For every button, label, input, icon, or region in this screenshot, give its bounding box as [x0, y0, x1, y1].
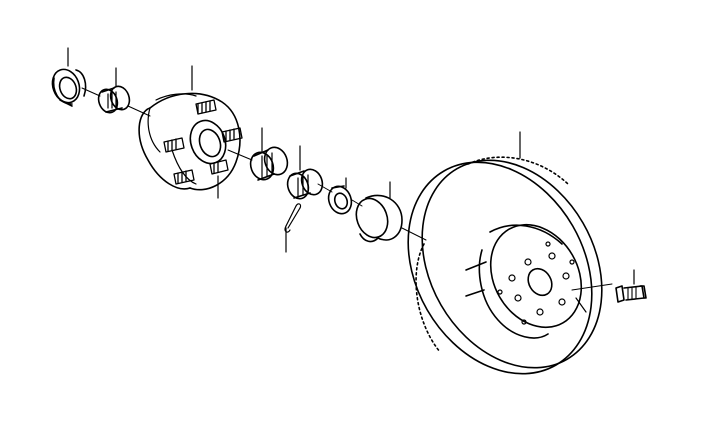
outer-bearing	[249, 146, 289, 181]
wheel-studs	[163, 99, 243, 185]
brake-disc	[407, 156, 603, 375]
assembly-axis-lines	[81, 87, 613, 291]
callout-leaders	[67, 47, 635, 313]
dust-cap	[355, 194, 403, 243]
thrust-washer	[327, 185, 353, 215]
inner-bearing	[97, 85, 131, 114]
disc-screw	[615, 285, 647, 303]
lock-nut-cap	[286, 168, 324, 200]
grease-seal	[51, 68, 87, 107]
hub	[138, 92, 241, 191]
cotter-pin	[284, 203, 302, 233]
